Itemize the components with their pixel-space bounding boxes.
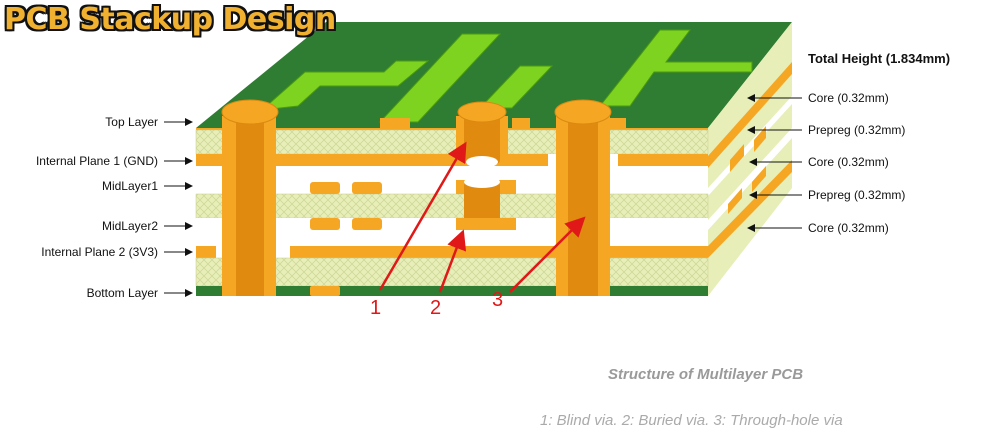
side-copper-stripe (708, 96, 792, 196)
figure-legend: 1: Blind via. 2: Buried via. 3: Through-… (540, 412, 843, 429)
page-title: PCB Stackup Design (4, 2, 336, 37)
blind-via (456, 101, 508, 168)
core-dielectric-2 (195, 193, 709, 219)
internal-plane-2 (290, 246, 708, 258)
via-number-1: 1 (370, 297, 381, 319)
label-core-1: Core (0.32mm) (808, 91, 889, 105)
label-prepreg-1: Prepreg (0.32mm) (808, 123, 905, 137)
side-copper-stripe (708, 160, 792, 258)
via-number-2: 2 (430, 297, 441, 319)
through-hole-via (554, 99, 612, 296)
label-total-height: Total Height (1.834mm) (808, 51, 950, 66)
prepreg-1 (196, 166, 708, 194)
side-copper-pad (752, 166, 766, 192)
label-core-2: Core (0.32mm) (808, 155, 889, 169)
pointer-arrow-2 (438, 229, 467, 293)
top-pad (610, 118, 626, 128)
top-copper-layer (196, 128, 708, 130)
label-internal-plane-1: Internal Plane 1 (GND) (36, 154, 158, 168)
label-core-3: Core (0.32mm) (808, 221, 889, 235)
side-copper-pad (754, 126, 766, 152)
board-top-surface (196, 22, 792, 128)
label-top-layer: Top Layer (105, 115, 158, 129)
through-hole-via-left (221, 99, 279, 296)
via-number-3: 3 (492, 289, 503, 311)
surface-trace (260, 60, 430, 111)
label-midlayer1: MidLayer1 (102, 179, 158, 193)
figure-caption: Structure of Multilayer PCB (608, 366, 804, 383)
midlayer-pad (310, 218, 340, 230)
top-pad (380, 118, 410, 128)
top-pad (512, 118, 530, 128)
side-copper-pad (730, 144, 744, 172)
label-bottom-layer: Bottom Layer (87, 286, 158, 300)
internal-plane-2-stub (196, 246, 216, 258)
bottom-pad (310, 286, 340, 296)
buried-via (456, 176, 516, 230)
label-midlayer2: MidLayer2 (102, 219, 158, 233)
bottom-solder-mask (196, 286, 708, 296)
pointer-arrow-3 (509, 216, 586, 293)
midlayer-pad (352, 218, 382, 230)
side-copper-stripe (708, 62, 792, 168)
label-internal-plane-2: Internal Plane 2 (3V3) (41, 245, 158, 259)
side-copper-pad (728, 188, 742, 214)
label-prepreg-2: Prepreg (0.32mm) (808, 188, 905, 202)
pointer-arrow-1 (378, 141, 467, 291)
midlayer-pad (310, 182, 340, 194)
surface-trace (598, 29, 753, 107)
midlayer-pad (352, 182, 382, 194)
